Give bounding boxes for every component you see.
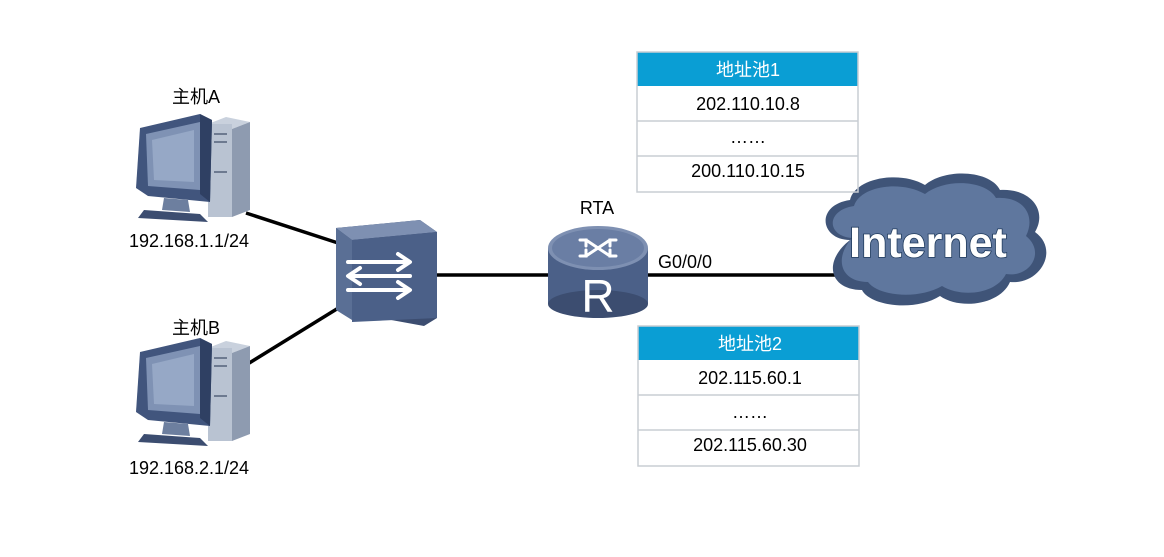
cloud-icon	[825, 173, 1047, 306]
pool-1-header	[637, 52, 858, 86]
switch-icon	[336, 220, 437, 326]
link-hostB-switch	[245, 305, 341, 367]
address-pool-2: 地址池2 202.115.60.1 …… 202.115.60.30	[637, 325, 860, 467]
router-interface-label: G0/0/0	[658, 252, 712, 272]
router-name: RTA	[580, 198, 614, 218]
router-letter: R	[581, 270, 614, 322]
switch[interactable]	[336, 220, 437, 326]
host-a-ip: 192.168.1.1/24	[129, 231, 249, 251]
computer-icon	[136, 114, 250, 222]
pool-1-row-1: 202.110.10.8	[696, 94, 800, 114]
address-pool-1: 地址池1 202.110.10.8 …… 200.110.10.15	[636, 51, 859, 193]
pool-2-title: 地址池2	[718, 334, 782, 354]
links	[245, 211, 850, 367]
cloud-label: Internet	[849, 219, 1007, 267]
host-a-name: 主机A	[172, 87, 220, 107]
router-rta[interactable]: RTA R G0/0/0	[548, 198, 712, 322]
pool-1-row-2: ……	[730, 127, 766, 147]
pool-2-row-2: ……	[732, 402, 768, 422]
pool-1-title: 地址池1	[716, 60, 780, 80]
pool-2-row-3: 202.115.60.30	[693, 435, 807, 455]
host-b-ip: 192.168.2.1/24	[129, 458, 249, 478]
router-icon: R	[548, 226, 648, 322]
pool-2-header	[638, 326, 859, 360]
computer-icon	[136, 338, 250, 446]
host-b-name: 主机B	[172, 318, 220, 338]
host-a[interactable]: 主机A 192.168.1.1/24	[129, 87, 250, 251]
pool-2-row-1: 202.115.60.1	[698, 368, 802, 388]
internet-cloud[interactable]: Internet	[825, 173, 1047, 306]
host-b[interactable]: 主机B 192.168.2.1/24	[129, 318, 250, 478]
link-hostA-switch	[245, 211, 339, 245]
pool-1-row-3: 200.110.10.15	[691, 161, 805, 181]
